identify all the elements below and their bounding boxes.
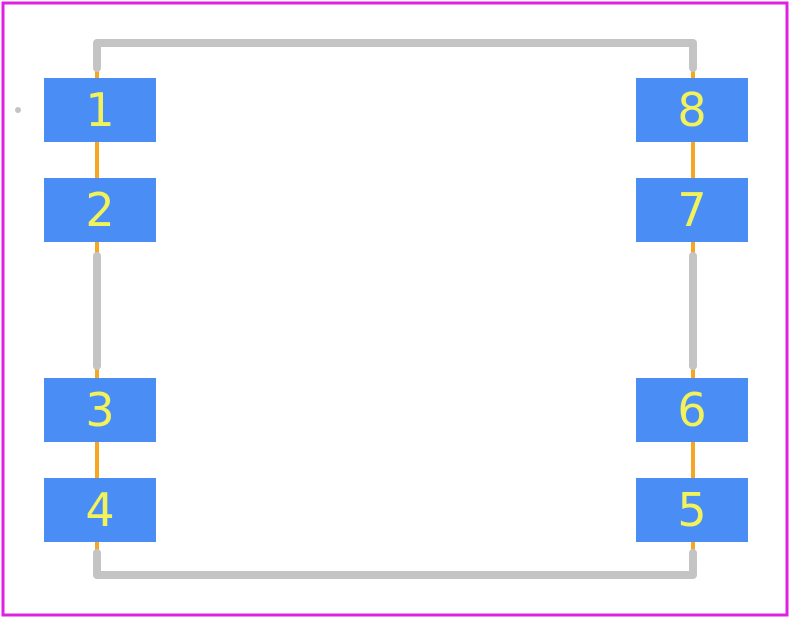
pad-2-label: 2	[85, 183, 114, 237]
silkscreen-bottom-edge	[93, 549, 697, 579]
pad-6: 6	[636, 378, 748, 442]
pad-4-label: 4	[85, 483, 114, 537]
pad-6-label: 6	[677, 383, 706, 437]
pad-2: 2	[44, 178, 156, 242]
pad-3: 3	[44, 378, 156, 442]
pad-5-label: 5	[677, 483, 706, 537]
pad-7-label: 7	[677, 183, 706, 237]
silkscreen-top-edge	[93, 39, 697, 72]
pad-2-shape	[44, 178, 156, 242]
pad-7: 7	[636, 178, 748, 242]
pad-4-shape	[44, 478, 156, 542]
pad-5: 5	[636, 478, 748, 542]
pad-3-label: 3	[85, 383, 114, 437]
pad-8: 8	[636, 78, 748, 142]
pin1-marker-dot	[15, 107, 21, 113]
pad-5-shape	[636, 478, 748, 542]
pad-1-shape	[44, 78, 156, 142]
pad-6-shape	[636, 378, 748, 442]
pad-7-shape	[636, 178, 748, 242]
pad-1: 1	[44, 78, 156, 142]
pad-8-shape	[636, 78, 748, 142]
pad-4: 4	[44, 478, 156, 542]
pad-3-shape	[44, 378, 156, 442]
pads-layer: 1 2 3 4 5 6 7 8	[44, 78, 748, 542]
pad-8-label: 8	[677, 83, 706, 137]
pad-1-label: 1	[85, 83, 114, 137]
